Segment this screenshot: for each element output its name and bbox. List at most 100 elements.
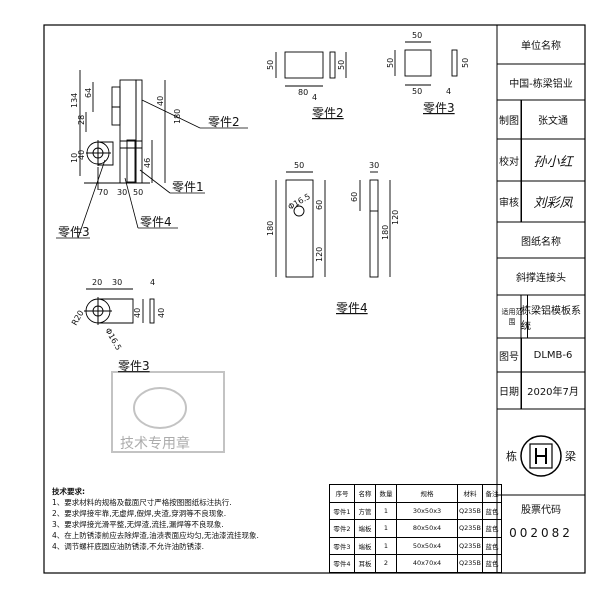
- scope-value: 栋梁铝模板系统: [521, 305, 581, 332]
- approval-stamp: 技术专用章: [111, 371, 225, 453]
- bom-cell: 蓝色: [482, 536, 502, 555]
- drawer-name: 张文通: [538, 116, 568, 127]
- bom-cell: 零件3: [329, 536, 355, 555]
- date-label: 日期: [497, 372, 522, 409]
- bom-cell: 端板: [354, 519, 376, 538]
- bom-cell: 1: [375, 501, 397, 520]
- company-logo: 栋 梁: [506, 435, 576, 477]
- note-item: 4、在上防锈漆前应去除焊渣,油渍表面应均匀,无油漆流挂现象.: [52, 531, 259, 540]
- bom-cell: 耳板: [354, 554, 376, 573]
- bom-cell: 方管: [354, 501, 376, 520]
- dim-ear-r20: R20: [70, 309, 86, 327]
- bom-cell: 2: [375, 554, 397, 573]
- dim-64: 64: [84, 88, 93, 98]
- dim-28: 28: [77, 115, 86, 125]
- bom-header-row: 序号 名称 数量 规格 材料 备注: [329, 484, 502, 503]
- sheet-border: [43, 24, 586, 574]
- dim-p2-80: 80: [298, 88, 308, 97]
- dim-ear-20: 20: [92, 278, 102, 287]
- part2-view: [275, 51, 347, 87]
- dim-180: 180: [173, 109, 182, 124]
- scope-row: 适用范围 栋梁铝模板系统: [497, 295, 585, 338]
- part4-view: [275, 171, 391, 278]
- label-part3-top: 零件3: [423, 101, 455, 115]
- bom-cell: 50x50x4: [396, 536, 458, 555]
- label-part1: 零件1: [172, 180, 204, 194]
- bom-header: 数量: [375, 484, 397, 503]
- bom-cell: 蓝色: [482, 519, 502, 538]
- label-part3-assembly: 零件3: [58, 225, 90, 239]
- bom-cell: 1: [375, 519, 397, 538]
- dim-p2-4: 4: [312, 93, 317, 102]
- checker-signature: 孙小红: [533, 154, 573, 170]
- drawing-name-label: 图纸名称: [521, 236, 561, 248]
- bom-header: 材料: [457, 484, 483, 503]
- dim-ear-40: 40: [133, 308, 142, 318]
- dim-46: 46: [143, 158, 152, 168]
- drawing-no: DLMB-6: [533, 349, 573, 361]
- dim-ear-phi: Φ16.5: [103, 327, 123, 352]
- bom-header: 名称: [354, 484, 376, 503]
- checker-label: 校对: [497, 139, 522, 181]
- bom-cell: Q235B: [457, 554, 483, 573]
- dim-p4-120: 120: [315, 247, 324, 262]
- dim-ear-30: 30: [112, 278, 122, 287]
- assembly-dimension-labels: 134 64 28 10 40 40 180 46 70 30 50: [70, 88, 182, 197]
- bom-header: 规格: [396, 484, 458, 503]
- stamp-text: 技术专用章: [120, 435, 190, 452]
- note-item: 4、调节螺杆底圆应油防锈漆,不允许油防锈漆.: [52, 542, 205, 551]
- dim-70: 70: [98, 188, 108, 197]
- dim-p3-4: 4: [446, 87, 451, 96]
- logo-char-left: 栋: [506, 449, 517, 463]
- checker-row: 校对 孙小红: [497, 139, 585, 181]
- dim-p3-50-bottom: 50: [412, 87, 422, 96]
- dim-p4-180: 180: [266, 221, 275, 236]
- assembly-part-labels: 零件2 零件1 零件4 零件3: [58, 115, 240, 239]
- dim-p4-180b: 180: [381, 225, 390, 240]
- drawing-name: 斜撑连接头: [516, 273, 566, 284]
- label-part3-bottom: 零件3: [118, 359, 150, 373]
- dim-30: 30: [117, 188, 127, 197]
- ear-plate-view: [84, 288, 155, 325]
- unit-name-label: 单位名称: [521, 41, 561, 52]
- scope-label: 适用范围: [497, 295, 528, 338]
- assembly-view: [79, 70, 166, 190]
- note-item: 2、要求焊接牢靠,无虚焊,假焊,夹渣,穿洞等不良现象.: [52, 509, 227, 518]
- label-part4: 零件4: [336, 301, 368, 315]
- reviewer-row: 审核 刘彩凤: [497, 181, 585, 222]
- bom-cell: 零件2: [329, 519, 355, 538]
- bom-cell: Q235B: [457, 536, 483, 555]
- bom-cell: 蓝色: [482, 554, 502, 573]
- note-item: 1、要求材料的规格及截面尺寸严格按图图纸标注执行.: [52, 498, 232, 507]
- part3-view: [394, 41, 458, 86]
- bom-cell: 端板: [354, 536, 376, 555]
- bom-cell: Q235B: [457, 519, 483, 538]
- dim-50: 50: [133, 188, 143, 197]
- dim-p4-50: 50: [294, 161, 304, 170]
- dim-p4-30: 30: [369, 161, 379, 170]
- dim-p2-50: 50: [266, 60, 275, 70]
- stock-code-label: 股票代码: [521, 504, 561, 516]
- date-value: 2020年7月: [527, 387, 579, 398]
- bom-header: 备注: [482, 484, 502, 503]
- dim-p3-50-top: 50: [412, 31, 422, 40]
- note-item: 3、要求焊接光滑平整,无焊渣,流挂,漏焊等不良现象.: [52, 520, 224, 529]
- company-name: 中国-栋梁铝业: [509, 78, 573, 90]
- dim-p4-120b: 120: [391, 210, 400, 225]
- bom-cell: 80x50x4: [396, 519, 458, 538]
- bom-header: 序号: [329, 484, 355, 503]
- dim-134: 134: [70, 93, 79, 108]
- dim-40b: 40: [156, 96, 165, 106]
- dim-p2-50b: 50: [337, 60, 346, 70]
- dim-ear-40b: 40: [157, 308, 166, 318]
- dim-p4-phi: Φ16.5: [287, 192, 312, 212]
- reviewer-label: 审核: [497, 181, 522, 222]
- technical-requirements: 技术要求: 1、要求材料的规格及截面尺寸严格按图图纸标注执行. 2、要求焊接牢靠…: [52, 486, 259, 552]
- bom-cell: 零件1: [329, 501, 355, 520]
- bom-cell: Q235B: [457, 501, 483, 520]
